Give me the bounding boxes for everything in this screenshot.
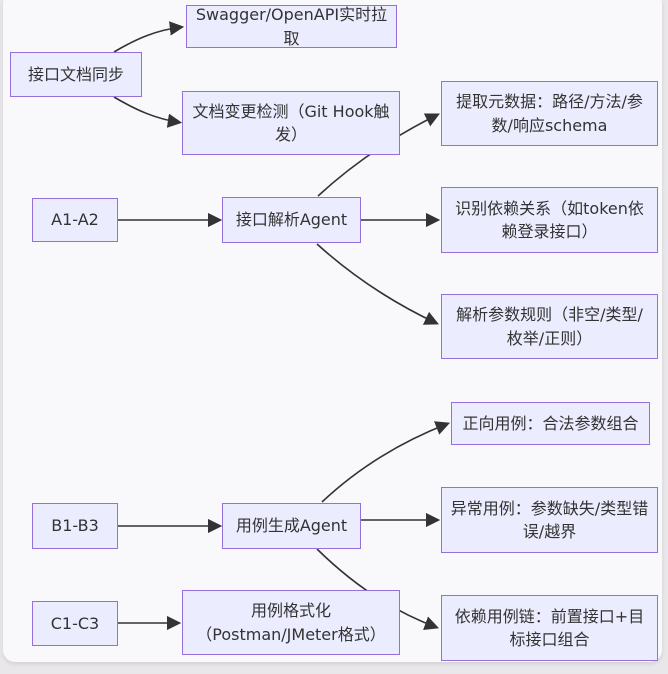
node-dependency-chain: 依赖用例链：前置接口+目标接口组合 — [441, 595, 658, 661]
node-abnormal-case: 异常用例：参数缺失/类型错误/越界 — [441, 487, 658, 553]
node-identify-dependency: 识别依赖关系（如token依赖登录接口） — [441, 187, 658, 253]
node-label: 文档变更检测（Git Hook触发） — [192, 101, 390, 144]
node-label: B1-B3 — [51, 516, 99, 536]
node-label: Swagger/OpenAPI实时拉取 — [195, 5, 388, 48]
node-positive-case: 正向用例：合法参数组合 — [451, 402, 650, 445]
node-c1-c3: C1-C3 — [32, 601, 118, 646]
node-label: 用例格式化（Postman/JMeter格式） — [196, 601, 386, 644]
node-label: 用例生成Agent — [235, 516, 348, 536]
node-doc-change-detect: 文档变更检测（Git Hook触发） — [182, 91, 400, 155]
edge-case-gen-agent-to-positive-case — [321, 421, 451, 503]
node-case-gen-agent: 用例生成Agent — [222, 503, 361, 549]
node-label: 解析参数规则（非空/类型/枚举/正则） — [456, 305, 643, 348]
node-label: 提取元数据：路径/方法/参数/响应schema — [456, 92, 643, 135]
node-case-format: 用例格式化（Postman/JMeter格式） — [182, 590, 400, 655]
node-label: 正向用例：合法参数组合 — [462, 413, 639, 433]
node-label: 异常用例：参数缺失/类型错误/越界 — [450, 498, 649, 541]
node-swagger-pull: Swagger/OpenAPI实时拉取 — [186, 5, 397, 48]
node-api-parse-agent: 接口解析Agent — [222, 197, 361, 243]
node-label: A1-A2 — [51, 210, 99, 230]
node-label: 识别依赖关系（如token依赖登录接口） — [455, 198, 644, 241]
node-doc-sync: 接口文档同步 — [10, 52, 142, 97]
node-a1-a2: A1-A2 — [32, 198, 118, 242]
edge-doc-sync-to-swagger-pull — [113, 21, 185, 53]
node-label: C1-C3 — [50, 613, 100, 633]
edge-api-parse-agent-to-parse-param-rules — [316, 243, 439, 325]
edge-doc-sync-to-doc-change-detect — [113, 96, 183, 128]
node-parse-param-rules: 解析参数规则（非空/类型/枚举/正则） — [441, 294, 658, 359]
node-extract-metadata: 提取元数据：路径/方法/参数/响应schema — [441, 81, 658, 146]
node-label: 依赖用例链：前置接口+目标接口组合 — [454, 606, 645, 649]
node-label: 接口解析Agent — [235, 210, 348, 230]
node-b1-b3: B1-B3 — [32, 503, 118, 549]
node-label: 接口文档同步 — [27, 64, 124, 84]
